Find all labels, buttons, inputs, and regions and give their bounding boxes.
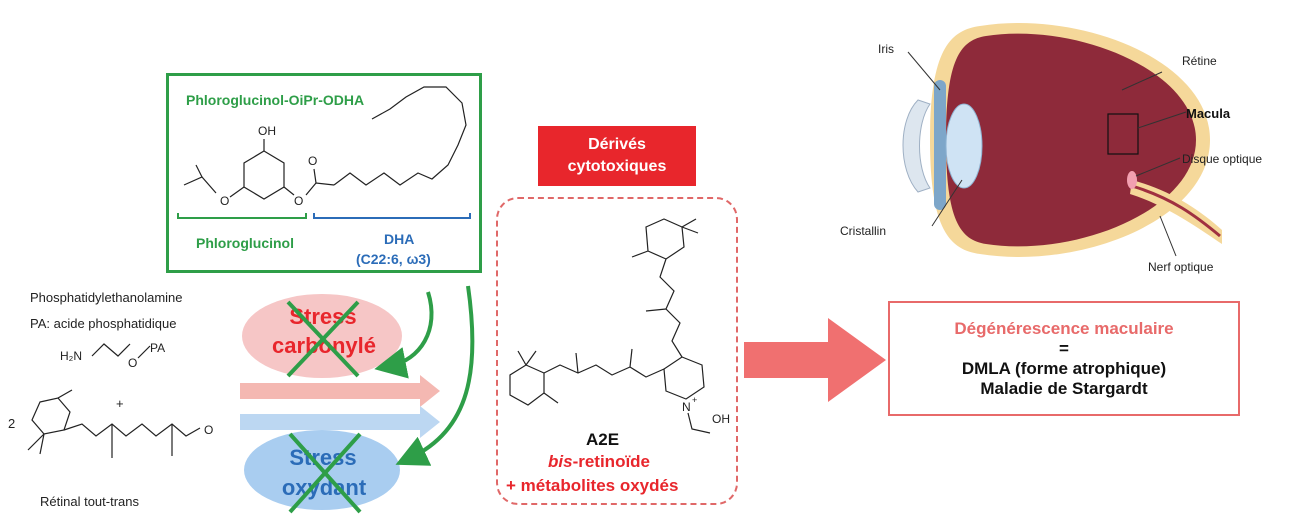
- iris: [934, 80, 946, 210]
- inhibit-carbonyl-arrow: [374, 291, 434, 379]
- cristallin-label: Cristallin: [840, 224, 887, 238]
- dmla-label: DMLA (forme atrophique): [961, 358, 1167, 378]
- optic-nerve: [1130, 180, 1222, 244]
- ester-o: O: [294, 194, 303, 208]
- block-crosses: [286, 300, 362, 514]
- bis-retinoid-label: bis-retinoïde: [548, 452, 650, 472]
- cross-carbonyl-b: [286, 300, 360, 378]
- pa-group: PA: [150, 341, 165, 355]
- phenol-oh: OH: [258, 124, 276, 138]
- dha-label: DHA: [384, 231, 415, 247]
- big-arrow: [744, 318, 886, 402]
- drug-structure: OH O O O: [177, 86, 471, 219]
- pyridinium-charge: +: [692, 395, 697, 405]
- coef-2: 2: [8, 416, 15, 431]
- retinal-label: Rétinal tout-trans: [40, 494, 139, 509]
- lens: [945, 103, 983, 189]
- optic-disc: [1127, 171, 1137, 189]
- bis-rest: -retinoïde: [572, 452, 651, 471]
- bis-italic: bis: [548, 452, 573, 471]
- equals-sign: =: [1059, 338, 1069, 358]
- h2n-label: H₂N: [60, 349, 82, 363]
- ether-o: O: [128, 356, 137, 370]
- big-arrow-shape: [744, 318, 886, 402]
- inhibit-oxidant-arrow: [395, 285, 475, 466]
- disease-box: Dégénérescence maculaire = DMLA (forme a…: [888, 301, 1240, 416]
- oxidant-stress-line2: oxydant: [281, 475, 367, 500]
- a2e-structure: N + OH: [509, 218, 730, 434]
- stargardt-label: Maladie de Stargardt: [980, 378, 1148, 398]
- drug-title: Phloroglucinol-OiPr-ODHA: [186, 92, 365, 108]
- carbonyl-path-arrow: [240, 375, 440, 407]
- cytotoxic-derivatives-label: Dérivés cytotoxiques: [538, 126, 696, 186]
- pyridinium-n: N: [682, 400, 691, 414]
- eye-illustration: [902, 23, 1222, 257]
- carbonyl-o: O: [308, 154, 317, 168]
- stress-panel: [240, 285, 475, 510]
- isopropyl-o: O: [220, 194, 229, 208]
- nerf-label: Nerf optique: [1148, 260, 1214, 274]
- iris-label: Iris: [878, 42, 894, 56]
- plus-sign: +: [116, 396, 124, 411]
- metabolites-label: + métabolites oxydés: [506, 476, 679, 495]
- reactant-structures: H₂N O PA + 2 O: [8, 341, 213, 458]
- disque-label: Disque optique: [1182, 152, 1263, 166]
- dha-formula: (C22:6, ω3): [356, 251, 431, 267]
- a2e-box: [496, 197, 738, 505]
- cornea: [902, 99, 931, 193]
- cross-oxidant-b: [288, 432, 362, 514]
- a2e-label: A2E: [586, 430, 620, 449]
- macula-label: Macula: [1186, 106, 1231, 121]
- pe-label: Phosphatidylethanolamine: [30, 290, 183, 305]
- retine-label: Rétine: [1182, 54, 1217, 68]
- macular-degeneration-label: Dégénérescence maculaire: [954, 318, 1174, 338]
- pa-label: PA: acide phosphatidique: [30, 316, 177, 331]
- drug-box: [166, 73, 482, 273]
- ethanol-oh: OH: [712, 412, 730, 426]
- phloroglucinol-label: Phloroglucinol: [196, 235, 294, 251]
- oxidant-path-arrow: [240, 406, 440, 438]
- macula-marker: [1107, 113, 1139, 155]
- aldehyde-o: O: [204, 423, 213, 437]
